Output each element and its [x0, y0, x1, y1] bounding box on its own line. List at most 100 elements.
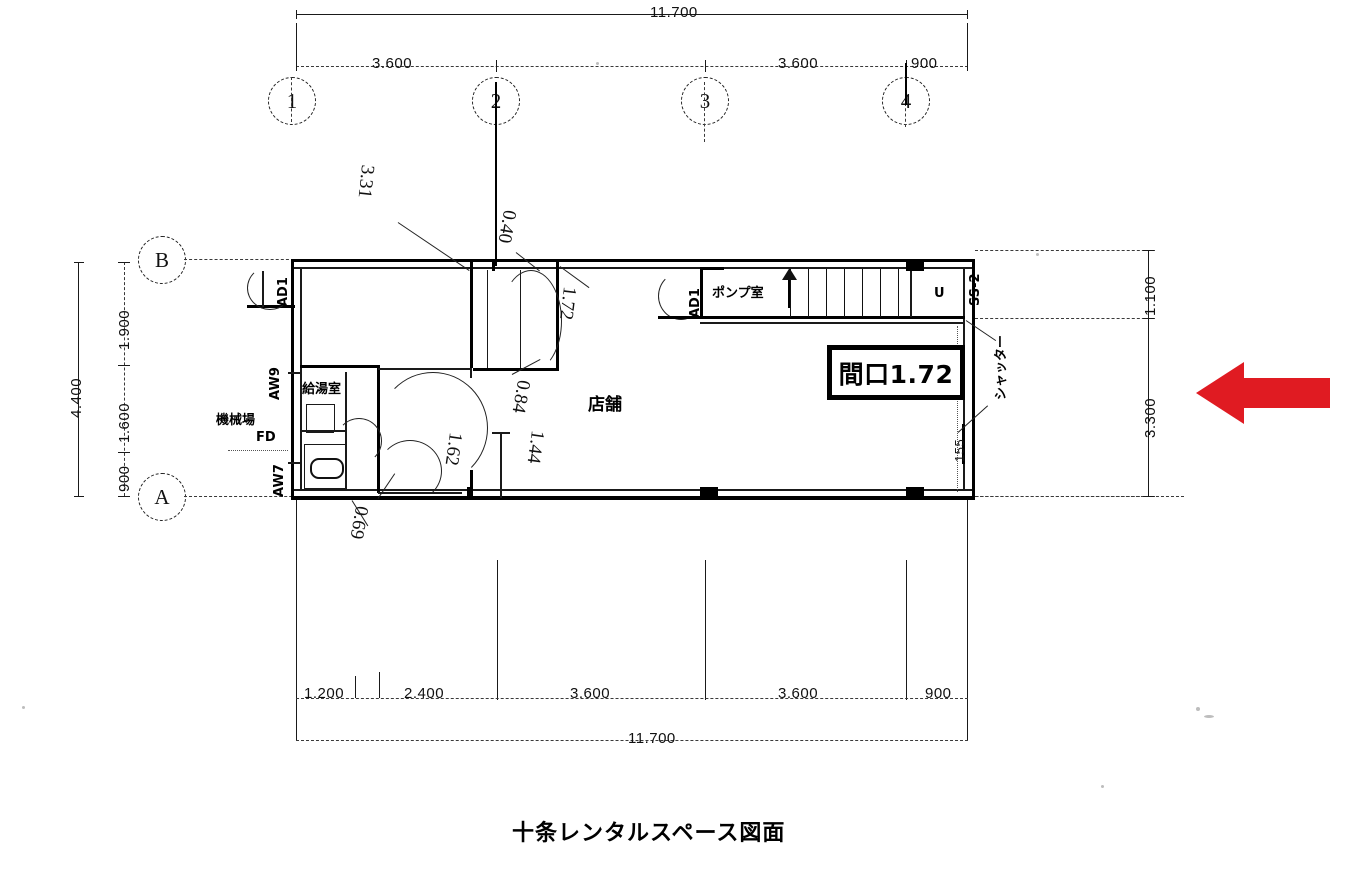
- toilet-room-outline: [304, 488, 346, 489]
- south-wall-jamb-a: [467, 487, 470, 499]
- scan-speck: [1036, 253, 1039, 256]
- ad1-door-swing-left: [247, 266, 293, 310]
- bottom-dim-3600-a: 3.600: [570, 685, 611, 702]
- top-chain-tick-1: [296, 23, 297, 71]
- scan-speck: [22, 706, 25, 709]
- bottom-chain-dim-line: [296, 698, 968, 699]
- stair-up-arrow-head: [782, 268, 797, 280]
- door-leaf-toilet: [378, 492, 462, 494]
- stair-landing-jamb: [906, 262, 924, 271]
- handwritten-leader-3-31: [397, 222, 470, 272]
- east-exterior-wall: [972, 259, 975, 500]
- top-overall-tick-right: [967, 10, 968, 19]
- bottom-ext-line-1: [296, 500, 297, 740]
- right-dim-line-3300: [1148, 318, 1149, 496]
- door-swing-closet: [500, 270, 562, 372]
- grid-bubble-a-label: A: [154, 484, 170, 509]
- top-dim-3600-a: 3.600: [372, 55, 413, 72]
- south-wall-jamb-b: [700, 487, 718, 497]
- shutter-label: シャッター: [994, 334, 1009, 400]
- top-dim-3600-b: 3.600: [778, 55, 819, 72]
- bottom-ext-line-2: [355, 676, 356, 698]
- aw9-label: AW9: [268, 367, 283, 400]
- south-wall-jamb-c: [906, 487, 924, 497]
- scan-speck: [1196, 707, 1200, 711]
- pump-room-label: ポンプ室: [712, 286, 764, 301]
- shutter-leader-1: [965, 320, 997, 342]
- grid-bubble-a: A: [138, 473, 186, 521]
- bottom-overall-dim-line: [296, 740, 968, 741]
- handwritten-dim-0-40: 0.40: [493, 208, 520, 245]
- right-dim-tick-mid: [1143, 318, 1154, 319]
- scan-speck: [1101, 785, 1104, 788]
- stair-tread: [808, 269, 809, 317]
- grid-bubble-b: B: [138, 236, 186, 284]
- door-leaf-corridor: [378, 368, 470, 370]
- fd-label: FD: [256, 430, 276, 445]
- right-dim-extension-bottom: [975, 496, 1155, 497]
- left-overall-dim-line: [78, 262, 79, 496]
- aw7-window-mark: [288, 462, 302, 464]
- left-chain-tick-b: [118, 365, 130, 366]
- toilet-room-outline: [304, 444, 346, 445]
- scan-speck: [596, 62, 599, 65]
- door-swing-kitchenette: [336, 418, 382, 464]
- west-exterior-wall-inner: [300, 267, 302, 491]
- top-dim-900: 900: [911, 55, 938, 72]
- sink-fixture-outline: [334, 404, 335, 432]
- stair-tread: [862, 269, 863, 317]
- red-arrow-annotation: [1196, 362, 1330, 424]
- bottom-dim-900: 900: [925, 685, 952, 702]
- opening-dim-tick: [492, 432, 510, 434]
- left-overall-tick-bottom: [74, 496, 84, 497]
- top-overall-dim-line: [296, 14, 968, 15]
- right-dim-extension-mid: [975, 318, 1155, 319]
- shutter-line: [957, 326, 958, 492]
- stair-tread: [898, 269, 899, 317]
- handwritten-dim-1-44: 1.44: [522, 429, 548, 465]
- grid-bubble-1-label: 1: [286, 88, 298, 113]
- stair-enclosure-landing-wall: [700, 267, 724, 270]
- top-overall-dim-text: 11.700: [650, 4, 698, 21]
- bottom-dim-3600-b: 3.600: [778, 685, 819, 702]
- stair-tread: [826, 269, 827, 317]
- store-west-partition-jamb: [470, 368, 472, 378]
- top-chain-tick-2: [496, 60, 497, 72]
- stair-up-arrow-shaft: [788, 276, 790, 308]
- right-dim-tick-bottom: [1143, 496, 1154, 497]
- bottom-dim-2400: 2.400: [404, 685, 445, 702]
- stair-stringer: [910, 269, 912, 317]
- top-overall-tick-left: [296, 10, 297, 19]
- grid-bubble-b-label: B: [154, 247, 169, 272]
- stair-u-mark: U: [934, 286, 945, 301]
- grid-axis-b: [184, 259, 294, 260]
- grid-axis-1: [291, 77, 292, 122]
- stair-enclosure-south-wall: [700, 316, 965, 319]
- right-dim-line-1100: [1148, 250, 1149, 318]
- north-exterior-wall-inner: [291, 267, 975, 269]
- top-chain-dim-line: [296, 66, 968, 67]
- bottom-overall-dim-text: 11.700: [628, 730, 676, 747]
- toilet-bowl-icon: [310, 458, 344, 479]
- right-dim-tick-top: [1143, 250, 1154, 251]
- pump-room-door-wall: [658, 316, 702, 319]
- stair-tread: [880, 269, 881, 317]
- stair-enclosure-south-inner: [700, 322, 965, 324]
- kitchenette-room-label: 給湯室: [302, 382, 342, 397]
- left-overall-tick-top: [74, 262, 84, 263]
- sink-fixture-outline: [306, 432, 334, 433]
- left-dim-1900: 1.900: [116, 309, 133, 350]
- machine-room-label: 機械場: [216, 413, 256, 428]
- bottom-ext-line-6: [906, 560, 907, 700]
- stair-tread: [844, 269, 845, 317]
- handwritten-dim-1-62: 1.62: [440, 431, 466, 467]
- ad1-door-swing-pump: [658, 272, 704, 320]
- page-title: 十条レンタルスペース図面: [512, 821, 786, 846]
- north-wall-jamb-b: [556, 259, 559, 271]
- grid-bubble-3: 3: [681, 77, 729, 125]
- left-chain-tick-a: [118, 262, 130, 263]
- ad1-left-label: AD1: [276, 277, 291, 307]
- ss2-label: SS-2: [968, 273, 983, 306]
- right-dim-3300: 3.300: [1142, 397, 1159, 438]
